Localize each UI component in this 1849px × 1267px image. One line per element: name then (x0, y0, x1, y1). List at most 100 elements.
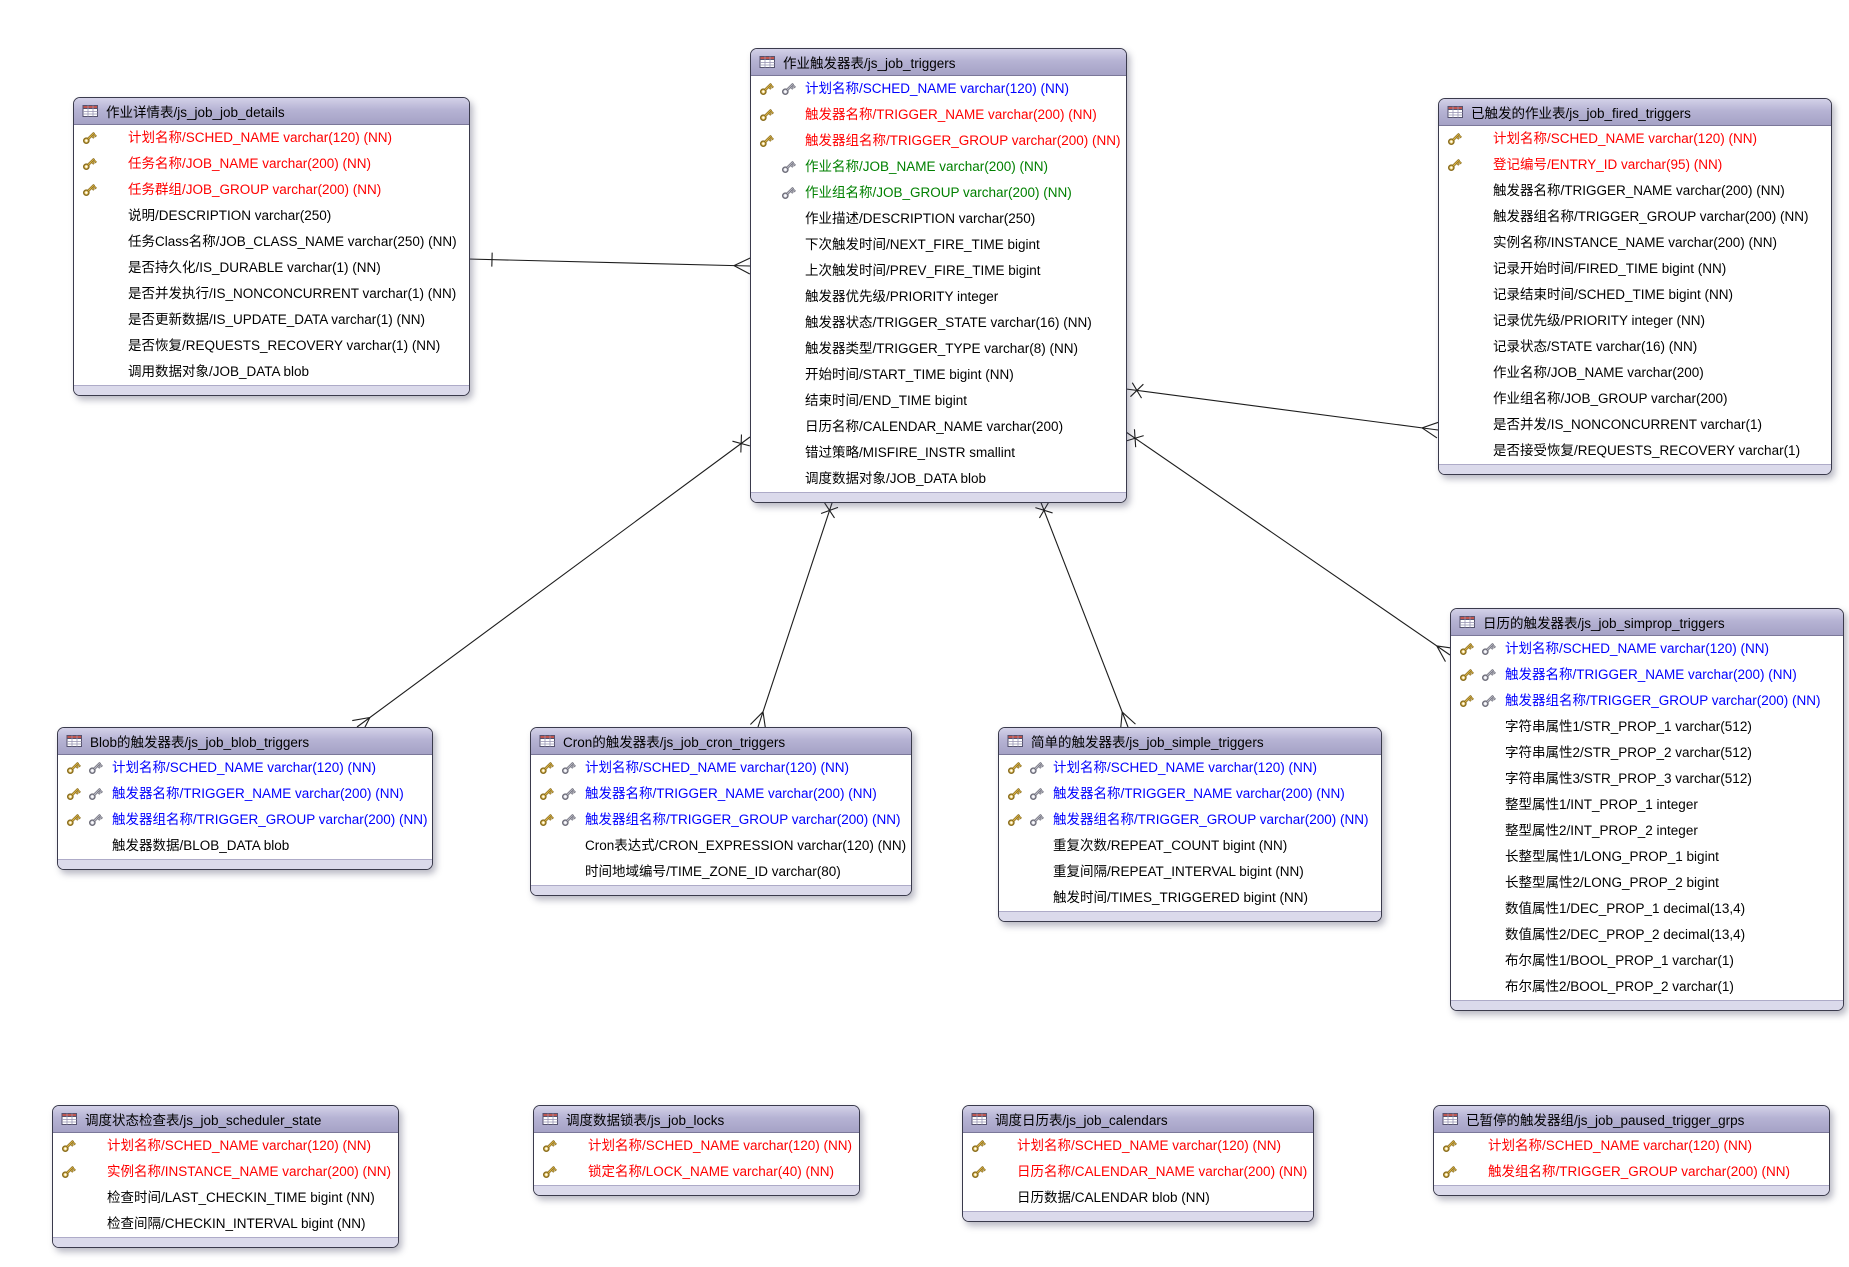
rel-triggers-fired[interactable] (1125, 388, 1439, 431)
field-row[interactable]: 计划名称/SCHED_NAME varchar(120) (NN) (999, 755, 1381, 781)
field-row[interactable]: 触发组名称/TRIGGER_GROUP varchar(200) (NN) (1434, 1159, 1829, 1185)
field-row[interactable]: 重复间隔/REPEAT_INTERVAL bigint (NN) (999, 859, 1381, 885)
field-row[interactable]: 日历名称/CALENDAR_NAME varchar(200) (NN) (963, 1159, 1313, 1185)
field-row[interactable]: 错过策略/MISFIRE_INSTR smallint (751, 440, 1126, 466)
field-row[interactable]: 实例名称/INSTANCE_NAME varchar(200) (NN) (1439, 230, 1831, 256)
field-row[interactable]: 是否接受恢复/REQUESTS_RECOVERY varchar(1) (1439, 438, 1831, 464)
rel-details-triggers[interactable] (467, 258, 751, 267)
field-row[interactable]: 调度数据对象/JOB_DATA blob (751, 466, 1126, 492)
table-header[interactable]: Blob的触发器表/js_job_blob_triggers (58, 728, 432, 755)
rel-triggers-blob[interactable] (356, 436, 751, 728)
field-row[interactable]: 是否并发/IS_NONCONCURRENT varchar(1) (1439, 412, 1831, 438)
field-row[interactable]: 触发器名称/TRIGGER_NAME varchar(200) (NN) (1439, 178, 1831, 204)
field-row[interactable]: 开始时间/START_TIME bigint (NN) (751, 362, 1126, 388)
field-row[interactable]: 日历数据/CALENDAR blob (NN) (963, 1185, 1313, 1211)
field-row[interactable]: 字符串属性3/STR_PROP_3 varchar(512) (1451, 766, 1843, 792)
field-row[interactable]: 布尔属性2/BOOL_PROP_2 varchar(1) (1451, 974, 1843, 1000)
field-row[interactable]: 计划名称/SCHED_NAME varchar(120) (NN) (963, 1133, 1313, 1159)
field-row[interactable]: 触发器组名称/TRIGGER_GROUP varchar(200) (NN) (58, 807, 432, 833)
field-row[interactable]: 计划名称/SCHED_NAME varchar(120) (NN) (534, 1133, 859, 1159)
table-header[interactable]: 调度数据锁表/js_job_locks (534, 1106, 859, 1133)
field-row[interactable]: 触发器组名称/TRIGGER_GROUP varchar(200) (NN) (999, 807, 1381, 833)
field-row[interactable]: 整型属性1/INT_PROP_1 integer (1451, 792, 1843, 818)
field-row[interactable]: 触发器名称/TRIGGER_NAME varchar(200) (NN) (999, 781, 1381, 807)
table-header[interactable]: 已触发的作业表/js_job_fired_triggers (1439, 99, 1831, 126)
field-row[interactable]: 计划名称/SCHED_NAME varchar(120) (NN) (1439, 126, 1831, 152)
field-row[interactable]: 记录优先级/PRIORITY integer (NN) (1439, 308, 1831, 334)
field-row[interactable]: 上次触发时间/PREV_FIRE_TIME bigint (751, 258, 1126, 284)
field-row[interactable]: 计划名称/SCHED_NAME varchar(120) (NN) (74, 125, 469, 151)
table-header[interactable]: 日历的触发器表/js_job_simprop_triggers (1451, 609, 1843, 636)
table-header[interactable]: 已暂停的触发器组/js_job_paused_trigger_grps (1434, 1106, 1829, 1133)
field-row[interactable]: 触发时间/TIMES_TRIGGERED bigint (NN) (999, 885, 1381, 911)
field-row[interactable]: 触发器名称/TRIGGER_NAME varchar(200) (NN) (58, 781, 432, 807)
field-row[interactable]: 说明/DESCRIPTION varchar(250) (74, 203, 469, 229)
field-row[interactable]: 触发器组名称/TRIGGER_GROUP varchar(200) (NN) (531, 807, 911, 833)
field-row[interactable]: 触发器名称/TRIGGER_NAME varchar(200) (NN) (531, 781, 911, 807)
field-row[interactable]: 计划名称/SCHED_NAME varchar(120) (NN) (1451, 636, 1843, 662)
field-row[interactable]: 下次触发时间/NEXT_FIRE_TIME bigint (751, 232, 1126, 258)
field-row[interactable]: 任务名称/JOB_NAME varchar(200) (NN) (74, 151, 469, 177)
field-row[interactable]: 触发器名称/TRIGGER_NAME varchar(200) (NN) (1451, 662, 1843, 688)
field-row[interactable]: 记录开始时间/FIRED_TIME bigint (NN) (1439, 256, 1831, 282)
field-row[interactable]: 重复次数/REPEAT_COUNT bigint (NN) (999, 833, 1381, 859)
rel-triggers-cron[interactable] (757, 499, 834, 728)
field-row[interactable]: 作业描述/DESCRIPTION varchar(250) (751, 206, 1126, 232)
field-row[interactable]: 触发器组名称/TRIGGER_GROUP varchar(200) (NN) (1439, 204, 1831, 230)
field-row[interactable]: 数值属性2/DEC_PROP_2 decimal(13,4) (1451, 922, 1843, 948)
field-row[interactable]: 整型属性2/INT_PROP_2 integer (1451, 818, 1843, 844)
field-row[interactable]: 是否恢复/REQUESTS_RECOVERY varchar(1) (NN) (74, 333, 469, 359)
field-row[interactable]: Cron表达式/CRON_EXPRESSION varchar(120) (NN… (531, 833, 911, 859)
table-header[interactable]: 简单的触发器表/js_job_simple_triggers (999, 728, 1381, 755)
field-row[interactable]: 触发器组名称/TRIGGER_GROUP varchar(200) (NN) (751, 128, 1126, 154)
table-header[interactable]: 调度状态检查表/js_job_scheduler_state (53, 1106, 398, 1133)
field-row[interactable]: 记录状态/STATE varchar(16) (NN) (1439, 334, 1831, 360)
rel-triggers-simprop[interactable] (1125, 431, 1451, 656)
field-row[interactable]: 作业组名称/JOB_GROUP varchar(200) (NN) (751, 180, 1126, 206)
field-row[interactable]: 字符串属性1/STR_PROP_1 varchar(512) (1451, 714, 1843, 740)
field-row[interactable]: 调用数据对象/JOB_DATA blob (74, 359, 469, 385)
field-row[interactable]: 检查时间/LAST_CHECKIN_TIME bigint (NN) (53, 1185, 398, 1211)
field-row[interactable]: 任务群组/JOB_GROUP varchar(200) (NN) (74, 177, 469, 203)
field-row[interactable]: 字符串属性2/STR_PROP_2 varchar(512) (1451, 740, 1843, 766)
field-row[interactable]: 长整型属性2/LONG_PROP_2 bigint (1451, 870, 1843, 896)
field-row[interactable]: 计划名称/SCHED_NAME varchar(120) (NN) (751, 76, 1126, 102)
field-row[interactable]: 触发器数据/BLOB_DATA blob (58, 833, 432, 859)
table-header[interactable]: 作业详情表/js_job_job_details (74, 98, 469, 125)
field-row[interactable]: 作业名称/JOB_NAME varchar(200) (1439, 360, 1831, 386)
field-row[interactable]: 是否并发执行/IS_NONCONCURRENT varchar(1) (NN) (74, 281, 469, 307)
field-row[interactable]: 是否持久化/IS_DURABLE varchar(1) (NN) (74, 255, 469, 281)
field-row[interactable]: 触发器名称/TRIGGER_NAME varchar(200) (NN) (751, 102, 1126, 128)
field-row[interactable]: 记录结束时间/SCHED_TIME bigint (NN) (1439, 282, 1831, 308)
field-row[interactable]: 作业组名称/JOB_GROUP varchar(200) (1439, 386, 1831, 412)
field-row[interactable]: 登记编号/ENTRY_ID varchar(95) (NN) (1439, 152, 1831, 178)
field-row[interactable]: 触发器类型/TRIGGER_TYPE varchar(8) (NN) (751, 336, 1126, 362)
field-row[interactable]: 计划名称/SCHED_NAME varchar(120) (NN) (1434, 1133, 1829, 1159)
field-row[interactable]: 触发器状态/TRIGGER_STATE varchar(16) (NN) (751, 310, 1126, 336)
table-header[interactable]: Cron的触发器表/js_job_cron_triggers (531, 728, 911, 755)
field-row[interactable]: 布尔属性1/BOOL_PROP_1 varchar(1) (1451, 948, 1843, 974)
table-header[interactable]: 作业触发器表/js_job_triggers (751, 49, 1126, 76)
rel-triggers-simple[interactable] (1039, 499, 1129, 728)
field-row[interactable]: 触发器组名称/TRIGGER_GROUP varchar(200) (NN) (1451, 688, 1843, 714)
field-row[interactable]: 实例名称/INSTANCE_NAME varchar(200) (NN) (53, 1159, 398, 1185)
field-row[interactable]: 结束时间/END_TIME bigint (751, 388, 1126, 414)
field-row[interactable]: 检查间隔/CHECKIN_INTERVAL bigint (NN) (53, 1211, 398, 1237)
field-row[interactable]: 作业名称/JOB_NAME varchar(200) (NN) (751, 154, 1126, 180)
field-row[interactable]: 触发器优先级/PRIORITY integer (751, 284, 1126, 310)
field-row[interactable]: 计划名称/SCHED_NAME varchar(120) (NN) (531, 755, 911, 781)
table-header[interactable]: 调度日历表/js_job_calendars (963, 1106, 1313, 1133)
field-row[interactable]: 计划名称/SCHED_NAME varchar(120) (NN) (53, 1133, 398, 1159)
field-row[interactable]: 是否更新数据/IS_UPDATE_DATA varchar(1) (NN) (74, 307, 469, 333)
field-row[interactable]: 数值属性1/DEC_PROP_1 decimal(13,4) (1451, 896, 1843, 922)
